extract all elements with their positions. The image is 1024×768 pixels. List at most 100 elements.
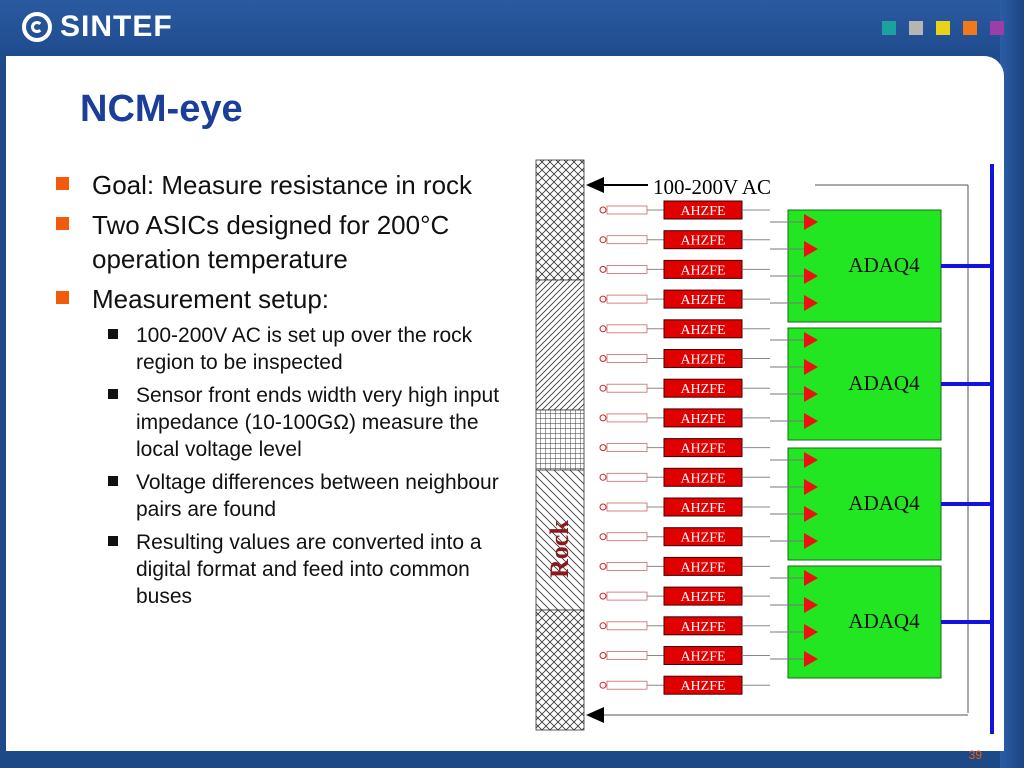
frontend-label: AHZFE <box>680 560 725 575</box>
input-triangle-icon <box>804 570 818 586</box>
input-triangle-icon <box>804 359 818 375</box>
bullet-square-icon <box>108 389 118 399</box>
bullet-item: Sensor front ends width very high input … <box>108 382 526 463</box>
bullet-square-icon <box>56 177 69 190</box>
input-triangle-icon <box>804 386 818 402</box>
frontend-label: AHZFE <box>680 382 725 397</box>
bullet-square-icon <box>108 536 118 546</box>
frontend-label: AHZFE <box>680 650 725 665</box>
bullet-text: Resulting values are converted into a di… <box>136 531 482 608</box>
page-number: 39 <box>968 748 982 762</box>
frontend-unit: AHZFE <box>599 438 770 458</box>
frontend-unit: AHZFE <box>599 675 770 695</box>
bullet-text: Two ASICs designed for 200°C operation t… <box>92 210 450 274</box>
sintef-logo: SINTEF <box>22 10 173 44</box>
top-arrow-icon <box>586 177 604 193</box>
input-triangle-icon <box>804 533 818 549</box>
frontend-label: AHZFE <box>680 293 725 308</box>
logo-text: SINTEF <box>60 10 173 43</box>
bullet-text: Sensor front ends width very high input … <box>136 384 500 461</box>
frontend-unit: AHZFE <box>599 230 770 250</box>
input-triangle-icon <box>804 479 818 495</box>
slide-title: NCM-eye <box>80 88 243 130</box>
input-triangle-icon <box>804 241 818 257</box>
color-square <box>990 21 1004 35</box>
frontend-label: AHZFE <box>680 501 725 516</box>
bullet-item: Measurement setup: <box>56 282 526 316</box>
input-triangle-icon <box>804 413 818 429</box>
adc-label: ADAQ4 <box>848 609 920 633</box>
input-triangle-icon <box>804 332 818 348</box>
bullet-item: Two ASICs designed for 200°C operation t… <box>56 208 526 276</box>
frontend-unit: AHZFE <box>599 586 770 606</box>
bullet-item: Resulting values are converted into a di… <box>108 529 526 610</box>
adc-block: ADAQ4 <box>770 327 992 441</box>
bullet-square-icon <box>56 217 69 230</box>
voltage-lines <box>586 177 969 723</box>
color-squares <box>882 21 1004 35</box>
adc-block: ADAQ4 <box>770 565 992 679</box>
adc-label: ADAQ4 <box>848 253 920 277</box>
input-triangle-icon <box>804 506 818 522</box>
adc-label: ADAQ4 <box>848 371 920 395</box>
input-triangle-icon <box>804 268 818 284</box>
adc-block: ADAQ4 <box>770 209 992 323</box>
adc-block: ADAQ4 <box>770 447 992 561</box>
frontend-label: AHZFE <box>680 531 725 546</box>
voltage-label: 100-200V AC <box>653 175 771 199</box>
input-triangle-icon <box>804 651 818 667</box>
frontend-unit: AHZFE <box>599 527 770 547</box>
frontend-unit: AHZFE <box>599 259 770 279</box>
frontend-unit: AHZFE <box>599 556 770 576</box>
ncm-eye-diagram: Rock 100-200V AC AHZFEAHZFEAHZFEAHZFEAHZ… <box>535 159 994 734</box>
frontend-array: AHZFE AHZFE AHZFE AHZFE AHZFE AHZFE AHZFE AHZFE… <box>599 200 770 695</box>
input-triangle-icon <box>804 597 818 613</box>
color-square <box>882 21 896 35</box>
frontend-unit: AHZFE <box>599 349 770 368</box>
frontend-label: AHZFE <box>680 620 725 635</box>
bullet-square-icon <box>56 291 69 304</box>
frontend-unit: AHZFE <box>599 289 770 309</box>
frontend-unit: AHZFE <box>599 319 770 339</box>
color-square <box>936 21 950 35</box>
frontend-unit: AHZFE <box>599 616 770 636</box>
bullet-item: Goal: Measure resistance in rock <box>56 168 526 202</box>
frontend-label: AHZFE <box>680 590 725 605</box>
header-bar <box>0 0 1024 62</box>
rock-column <box>535 159 585 731</box>
frontend-label: AHZFE <box>680 679 725 694</box>
frontend-unit: AHZFE <box>599 646 770 665</box>
frontend-label: AHZFE <box>680 353 725 368</box>
rock-label: Rock <box>545 520 574 578</box>
sintef-logo-icon <box>22 12 52 42</box>
frontend-unit: AHZFE <box>599 467 770 487</box>
bullet-text: 100-200V AC is set up over the rock regi… <box>136 324 473 374</box>
frontend-label: AHZFE <box>680 323 725 338</box>
frontend-label: AHZFE <box>680 234 725 249</box>
frontend-label: AHZFE <box>680 204 725 219</box>
bullet-square-icon <box>108 329 118 339</box>
bottom-arrow-icon <box>586 707 604 723</box>
input-triangle-icon <box>804 452 818 468</box>
bullet-text: Goal: Measure resistance in rock <box>92 170 473 200</box>
bullet-square-icon <box>108 476 118 486</box>
bullet-text: Voltage differences between neighbour pa… <box>136 471 499 521</box>
frontend-unit: AHZFE <box>599 497 770 517</box>
input-triangle-icon <box>804 295 818 311</box>
bullet-item: 100-200V AC is set up over the rock regi… <box>108 322 526 376</box>
frontend-label: AHZFE <box>680 263 725 278</box>
color-square <box>963 21 977 35</box>
input-triangle-icon <box>804 624 818 640</box>
frontend-unit: AHZFE <box>599 408 770 428</box>
frontend-label: AHZFE <box>680 442 725 457</box>
adc-label: ADAQ4 <box>848 491 920 515</box>
bullet-item: Voltage differences between neighbour pa… <box>108 469 526 523</box>
frontend-unit: AHZFE <box>599 378 770 398</box>
right-border <box>1000 0 1024 768</box>
color-square <box>909 21 923 35</box>
input-triangle-icon <box>804 214 818 230</box>
frontend-label: AHZFE <box>680 471 725 486</box>
bullet-text: Measurement setup: <box>92 284 330 314</box>
